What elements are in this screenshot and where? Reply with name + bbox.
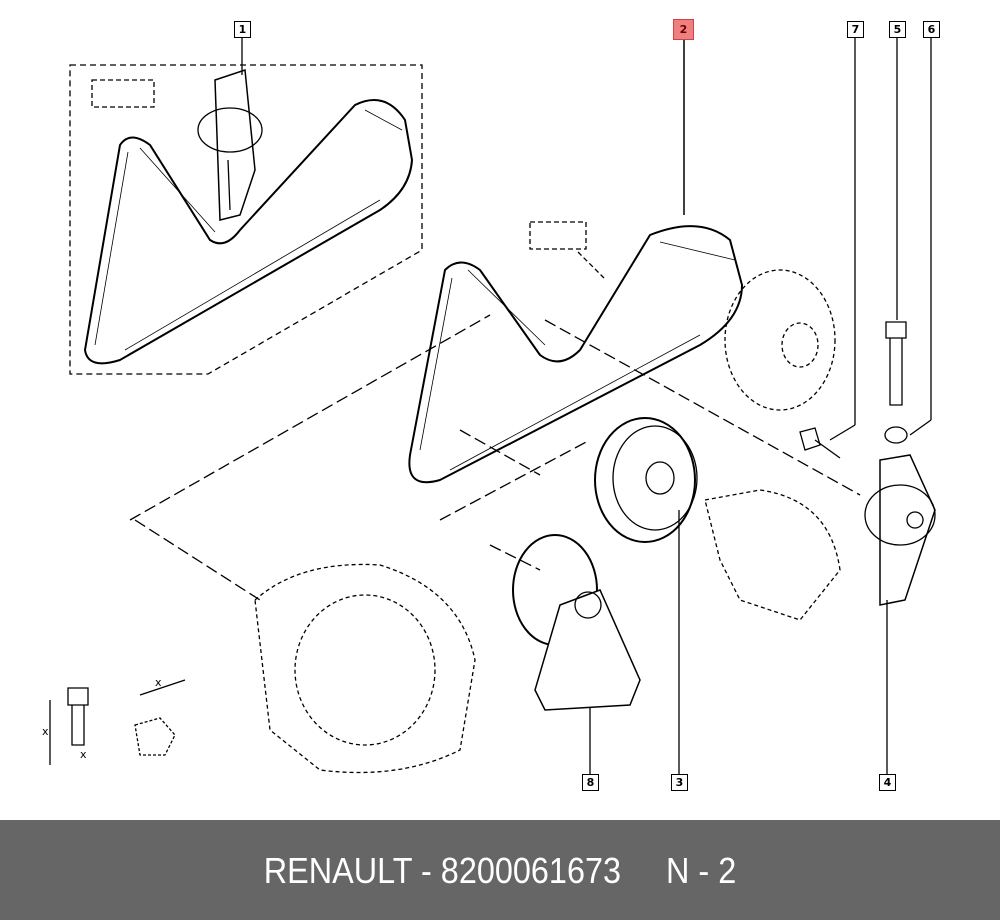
bolt-legend-icon xyxy=(67,687,89,746)
callout-1[interactable]: 1 xyxy=(234,21,251,38)
callout-4[interactable]: 4 xyxy=(879,774,896,791)
dimension-label: x xyxy=(42,725,49,738)
dimension-label: x xyxy=(155,676,162,689)
callout-2-highlighted[interactable]: 2 xyxy=(673,19,694,40)
callout-5[interactable]: 5 xyxy=(889,21,906,38)
bolt-5 xyxy=(885,321,907,406)
part-number: 8200061673 xyxy=(440,850,622,891)
page-ref: N - 2 xyxy=(666,850,737,891)
callout-3[interactable]: 3 xyxy=(671,774,688,791)
crank-pulley xyxy=(724,269,836,411)
belt-kit-1 xyxy=(83,99,414,365)
pulley-3 xyxy=(594,417,696,543)
dimension-label: x xyxy=(80,748,87,761)
pump xyxy=(704,489,841,621)
kit-note-box xyxy=(91,79,155,108)
belt-note-box xyxy=(529,221,587,250)
nut-legend-icon xyxy=(134,717,176,756)
kit-outline xyxy=(69,64,423,375)
callout-6[interactable]: 6 xyxy=(923,21,940,38)
bolt-7 xyxy=(799,427,841,459)
footer-text: RENAULT - 8200061673 N - 2 xyxy=(50,850,950,892)
callout-8[interactable]: 8 xyxy=(582,774,599,791)
tensioner-4 xyxy=(879,454,936,606)
washer-6 xyxy=(884,426,908,444)
callout-7[interactable]: 7 xyxy=(847,21,864,38)
separator: - xyxy=(412,850,441,891)
footer-bar: RENAULT - 8200061673 N - 2 xyxy=(0,820,1000,920)
brand: RENAULT xyxy=(263,850,413,891)
belt-main-2 xyxy=(408,225,744,484)
alternator xyxy=(254,563,476,774)
tensioner-kit xyxy=(214,68,256,221)
parts-diagram xyxy=(49,37,936,775)
